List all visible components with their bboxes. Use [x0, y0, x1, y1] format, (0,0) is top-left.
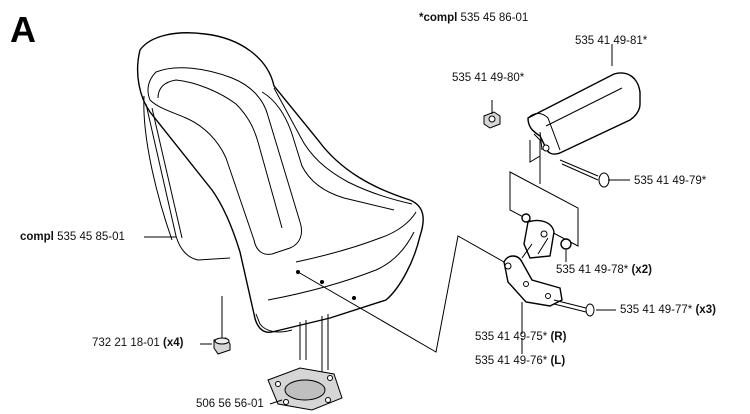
washer-a	[521, 213, 531, 223]
nut-bottom-part-label: 732 21 18-01 (x4)	[92, 337, 183, 350]
nut-bottom-number: 732 21 18-01	[92, 337, 160, 349]
bracket-left-part-label: 535 41 49-76* (L)	[475, 355, 565, 368]
washer-number: 535 41 49-78*	[556, 264, 629, 276]
bracket-left-qty: (L)	[550, 355, 566, 367]
mounting-plate-outline	[509, 171, 579, 247]
screw-number: 535 41 49-77*	[620, 304, 693, 316]
top-nut	[483, 111, 501, 129]
compl-top-number: 535 45 86-01	[460, 12, 529, 24]
seat-illustration	[136, 32, 424, 372]
bracket-screw	[553, 299, 595, 317]
compl-seat-label: compl 535 45 85-01	[20, 231, 125, 244]
bracket-right-qty: (R)	[550, 331, 567, 343]
base-part-label: 506 56 56-01	[196, 398, 264, 410]
screw-quantity: (x3)	[695, 304, 716, 316]
armrest-bolt	[559, 159, 610, 188]
screw-part-label: 535 41 49-77* (x3)	[620, 304, 716, 317]
bottom-nut	[213, 337, 231, 355]
bolt-top-part-label: 535 41 49-79*	[634, 175, 707, 187]
washer-b	[560, 238, 572, 250]
armrest-illustration	[527, 72, 641, 163]
bracket-right-part-label: 535 41 49-75* (R)	[475, 331, 566, 344]
bracket-right-number: 535 41 49-75*	[475, 331, 548, 343]
compl-seat-number: 535 45 85-01	[57, 231, 125, 243]
bracket-left-number: 535 41 49-76*	[475, 355, 548, 367]
washer-part-label: 535 41 49-78* (x2)	[556, 264, 652, 277]
leader-lines	[144, 44, 630, 405]
compl-top-prefix: *compl	[419, 12, 458, 24]
nut-top-part-label: 535 41 49-80*	[452, 72, 525, 84]
seat-base-plate	[267, 367, 343, 411]
washer-quantity: (x2)	[631, 264, 652, 276]
figure-letter: A	[10, 9, 36, 50]
nut-bottom-qty: (x4)	[163, 337, 184, 349]
side-bracket	[503, 219, 563, 307]
armrest-part-label: 535 41 49-81*	[575, 35, 648, 47]
compl-seat-prefix: compl	[20, 231, 54, 243]
compl-top-label: *compl 535 45 86-01	[419, 12, 528, 25]
